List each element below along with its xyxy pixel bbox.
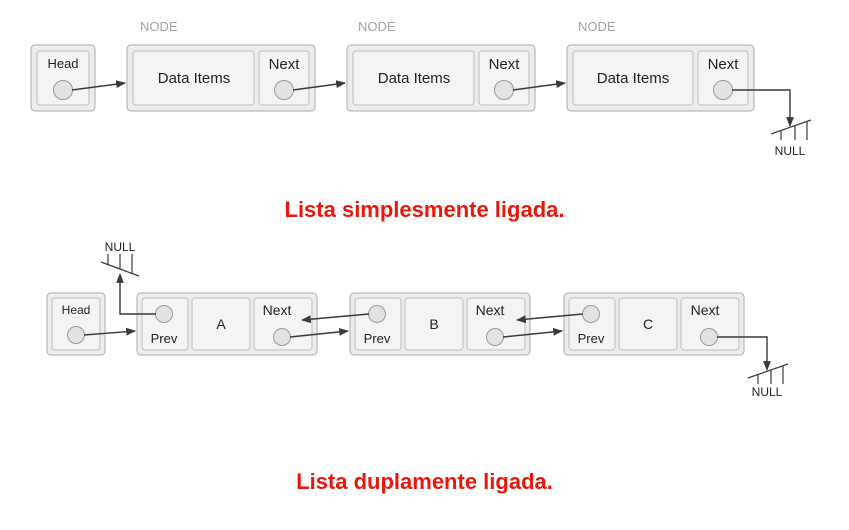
singly-arrow-node-3-to-null xyxy=(732,89,794,127)
doubly-node-a-next-field xyxy=(253,297,313,351)
singly-node-1-data-field xyxy=(132,50,255,106)
doubly-node-c-data-label: C xyxy=(643,316,653,332)
doubly-node-c-prev-field xyxy=(568,297,616,351)
doubly-head-pointer xyxy=(67,326,85,344)
doubly-arrow-a-prev-to-null xyxy=(116,273,156,315)
singly-head-pointer xyxy=(53,80,73,100)
doubly-node-c-next-pointer xyxy=(700,328,718,346)
singly-node-3-data-label: Data Items xyxy=(597,70,670,87)
doubly-node-c: Prev C Next xyxy=(563,292,745,356)
doubly-node-a-prev-pointer xyxy=(155,305,173,323)
doubly-node-b-prev-label: Prev xyxy=(364,331,391,346)
singly-arrow-node-1-to-node-2 xyxy=(292,80,346,91)
doubly-node-c-data-field xyxy=(618,297,678,351)
doubly-arrow-c-next-to-null xyxy=(717,336,771,371)
doubly-node-b-prev-field xyxy=(354,297,402,351)
singly-node-3: Data Items Next xyxy=(566,44,755,112)
doubly-arrow-c-to-b xyxy=(516,313,584,324)
singly-node-3-next-label: Next xyxy=(708,56,740,73)
doubly-null-left-symbol xyxy=(100,254,140,277)
singly-node-2-next-label: Next xyxy=(489,56,521,73)
doubly-node-a-data-field xyxy=(191,297,251,351)
singly-node-2: Data Items Next xyxy=(346,44,536,112)
doubly-node-a-next-pointer xyxy=(273,328,291,346)
doubly-node-a-data-label: A xyxy=(216,316,226,332)
singly-null-label: NULL xyxy=(775,144,806,158)
doubly-linked-list: Head Prev A Next Prev B Next xyxy=(46,240,789,399)
node-label-1: NODE xyxy=(140,19,178,34)
doubly-head-label: Head xyxy=(62,303,91,317)
doubly-caption: Lista duplamente ligada. xyxy=(296,469,553,494)
singly-arrow-head-to-node-1 xyxy=(71,80,126,91)
singly-node-3-next-field xyxy=(697,50,749,106)
doubly-node-b-next-pointer xyxy=(486,328,504,346)
doubly-node-c-prev-label: Prev xyxy=(578,331,605,346)
singly-caption: Lista simplesmente ligada. xyxy=(284,197,565,222)
singly-head-box: Head xyxy=(30,44,96,112)
singly-node-2-next-field xyxy=(478,50,530,106)
singly-node-3-data-field xyxy=(572,50,694,106)
doubly-node-b-next-label: Next xyxy=(476,302,505,318)
singly-node-1-next-label: Next xyxy=(269,56,301,73)
singly-node-2-data-label: Data Items xyxy=(378,70,451,87)
doubly-head-box: Head xyxy=(46,292,106,356)
doubly-node-a: Prev A Next xyxy=(136,292,318,356)
doubly-node-c-prev-pointer xyxy=(582,305,600,323)
singly-null-symbol xyxy=(770,119,812,140)
doubly-node-c-next-label: Next xyxy=(691,302,720,318)
doubly-node-b: Prev B Next xyxy=(349,292,531,356)
node-label-3: NODE xyxy=(578,19,616,34)
singly-node-2-next-pointer xyxy=(494,80,514,100)
doubly-node-b-next-field xyxy=(466,297,526,351)
doubly-arrow-b-to-a xyxy=(301,313,370,324)
singly-node-1-next-field xyxy=(258,50,310,106)
singly-node-2-data-field xyxy=(352,50,475,106)
doubly-node-b-data-field xyxy=(404,297,464,351)
doubly-arrow-a-to-b xyxy=(289,328,349,338)
singly-arrow-node-2-to-node-3 xyxy=(512,80,566,91)
singly-head-label: Head xyxy=(47,56,78,71)
doubly-arrow-b-to-c xyxy=(502,327,563,338)
doubly-null-right-symbol xyxy=(747,363,789,384)
doubly-null-left-label: NULL xyxy=(105,240,136,254)
doubly-node-b-data-label: B xyxy=(429,316,438,332)
singly-linked-list: NODE NODE NODE Head Data Items Next Data… xyxy=(30,19,812,158)
doubly-node-a-prev-label: Prev xyxy=(151,331,178,346)
doubly-node-a-prev-field xyxy=(141,297,189,351)
node-label-2: NODE xyxy=(358,19,396,34)
doubly-arrow-head-to-a xyxy=(83,327,136,336)
singly-node-3-next-pointer xyxy=(713,80,733,100)
singly-node-1: Data Items Next xyxy=(126,44,316,112)
singly-node-1-next-pointer xyxy=(274,80,294,100)
doubly-null-right-label: NULL xyxy=(752,385,783,399)
singly-node-1-data-label: Data Items xyxy=(158,70,231,87)
doubly-node-a-next-label: Next xyxy=(263,302,292,318)
doubly-node-b-prev-pointer xyxy=(368,305,386,323)
